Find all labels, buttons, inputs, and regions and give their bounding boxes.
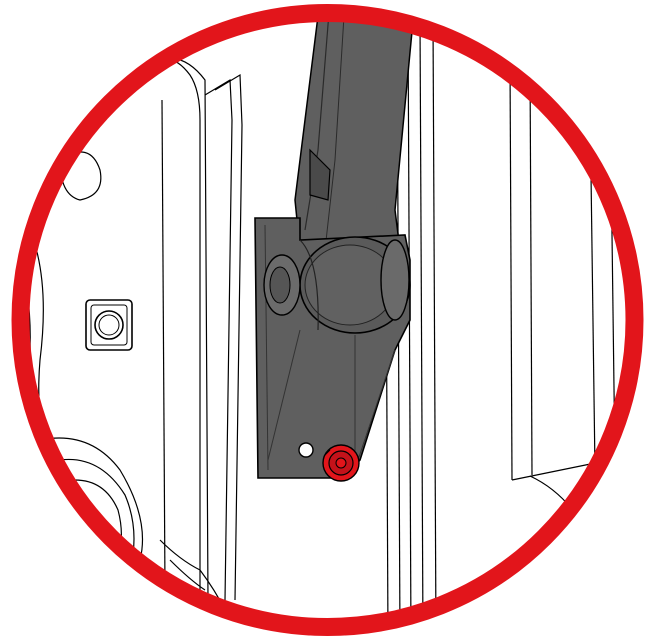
- hinge-bracket: [254, 217, 411, 479]
- screw-icon: [322, 444, 360, 482]
- callout-ring: [11, 4, 644, 636]
- square-button-icon: [85, 299, 133, 351]
- mounting-hole: [298, 442, 314, 458]
- rivet-icon: [263, 254, 301, 316]
